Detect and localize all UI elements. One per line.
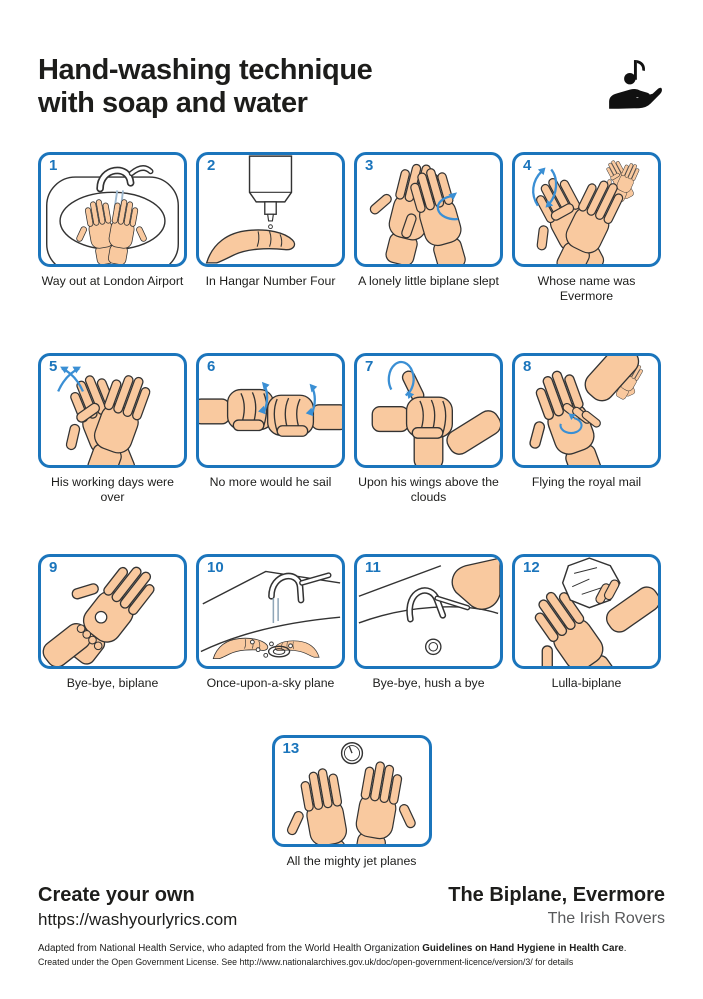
- attribution-line: Adapted from National Health Service, wh…: [38, 942, 665, 955]
- title-line-2: with soap and water: [38, 87, 308, 120]
- step-caption: A lonely little biplane slept: [358, 274, 499, 289]
- step-number: 12: [523, 559, 540, 577]
- illustration-backs-of-fingers-to-palms: [199, 381, 342, 438]
- page-title: Hand-washing technique with soap and wat…: [38, 54, 665, 120]
- step-frame-8: 8: [512, 353, 661, 469]
- step-caption: Bye-bye, hush a bye: [372, 676, 485, 691]
- website-link[interactable]: https://washyourlyrics.com: [38, 910, 238, 930]
- step-number: 9: [49, 559, 58, 577]
- step-caption: In Hangar Number Four: [205, 274, 336, 289]
- create-your-own-heading: Create your own: [38, 884, 195, 907]
- steps-row-1: 1 Way out at London Airport 2: [38, 152, 665, 303]
- step-caption: Bye-bye, biplane: [66, 676, 159, 691]
- step-panel-5: 5 His working days were over: [38, 353, 187, 504]
- step-frame-11: 11: [354, 554, 503, 670]
- attribution-bold: Guidelines on Hand Hygiene in Health Car…: [422, 943, 624, 955]
- step-frame-5: 5: [38, 353, 187, 469]
- illustration-rinse-hands-under-water: [200, 570, 341, 660]
- step-panel-1: 1 Way out at London Airport: [38, 152, 187, 303]
- step-frame-12: 12: [512, 554, 661, 670]
- step-panel-11: 11 Bye-bye, hush a bye: [354, 554, 503, 691]
- artist-name: The Irish Rovers: [547, 910, 665, 928]
- illustration-fingers-interlaced: [43, 360, 155, 466]
- step-caption: Way out at London Airport: [41, 274, 184, 289]
- footer-right: The Biplane, Evermore The Irish Rovers: [448, 884, 665, 928]
- illustration-rub-wrists: [41, 557, 162, 667]
- step-caption: Flying the royal mail: [531, 475, 642, 490]
- attribution-suffix: .: [623, 943, 627, 955]
- steps-row-2: 5 His working days were over 6: [38, 353, 665, 504]
- step-number: 11: [365, 559, 381, 577]
- step-caption: Lulla-biplane: [551, 676, 622, 691]
- title-line-1: Hand-washing technique: [38, 54, 373, 86]
- step-frame-3: 3: [354, 152, 503, 268]
- footer: Create your own https://washyourlyrics.c…: [38, 884, 665, 930]
- step-number: 6: [207, 358, 216, 376]
- step-number: 10: [207, 559, 224, 577]
- step-panel-6: 6 No more would he sail: [196, 353, 345, 504]
- step-panel-7: 7 Upon his wings above the clouds: [354, 353, 503, 504]
- music-note-hand-icon: [609, 60, 662, 109]
- license-line: Created under the Open Government Licens…: [38, 957, 574, 968]
- step-frame-4: 4: [512, 152, 661, 268]
- step-number: 1: [49, 157, 58, 175]
- step-number: 7: [365, 358, 374, 376]
- step-panel-10: 10: [196, 554, 345, 691]
- step-number: 3: [365, 157, 374, 175]
- steps-row-3: 9 Bye-bye, biplane 10: [38, 554, 665, 691]
- step-caption: Whose name was Evermore: [537, 274, 636, 303]
- song-title: The Biplane, Evermore: [448, 884, 665, 907]
- step-panel-12: 12 Lulla-biplane: [512, 554, 661, 691]
- step-caption: His working days were over: [50, 475, 174, 504]
- step-panel-3: 3 A lonely little biplane slept: [354, 152, 503, 303]
- step-caption: All the mighty jet planes: [286, 853, 417, 868]
- attribution-prefix: Adapted from National Health Service, wh…: [38, 943, 423, 955]
- illustration-wet-hands-under-tap: [46, 165, 179, 265]
- step-number: 5: [49, 358, 58, 376]
- steps-row-4: 13 All the mighty jet planes: [38, 734, 665, 869]
- step-caption: Upon his wings above the clouds: [358, 475, 499, 504]
- step-panel-2: 2 In Hangar Number Four: [196, 152, 345, 303]
- step-number: 4: [523, 157, 532, 175]
- legal-notes: Adapted from National Health Service, wh…: [38, 942, 665, 969]
- step-panel-4: 4 Whose name was Evermore: [512, 152, 661, 303]
- step-frame-10: 10: [196, 554, 345, 670]
- step-frame-9: 9: [38, 554, 187, 670]
- step-panel-13: 13 All the mighty jet planes: [271, 734, 432, 869]
- step-panel-9: 9 Bye-bye, biplane: [38, 554, 187, 691]
- illustration-dry-hands-with-towel: [515, 557, 658, 667]
- illustration-turn-off-tap-with-elbow: [358, 557, 500, 656]
- step-frame-6: 6: [196, 353, 345, 469]
- step-caption: No more would he sail: [209, 475, 332, 490]
- step-number: 2: [207, 157, 216, 175]
- step-frame-7: 7: [354, 353, 503, 469]
- footer-left: Create your own https://washyourlyrics.c…: [38, 884, 237, 930]
- step-frame-13: 13: [271, 734, 432, 847]
- step-number: 8: [523, 358, 532, 376]
- step-frame-2: 2: [196, 152, 345, 268]
- step-frame-1: 1: [38, 152, 187, 268]
- illustration-apply-soap-dispenser: [205, 155, 296, 264]
- illustration-hands-clean-timer: [275, 741, 427, 844]
- step-panel-8: 8 Flying the roy: [512, 353, 661, 504]
- step-caption: Once-upon-a-sky plane: [206, 676, 335, 691]
- step-number: 13: [282, 739, 300, 757]
- illustration-rotational-thumb-rub: [371, 361, 500, 466]
- illustration-palm-over-back-of-hand: [515, 157, 641, 265]
- illustration-fingertips-in-palm: [515, 356, 645, 466]
- illustration-rub-palm-to-palm: [357, 155, 472, 265]
